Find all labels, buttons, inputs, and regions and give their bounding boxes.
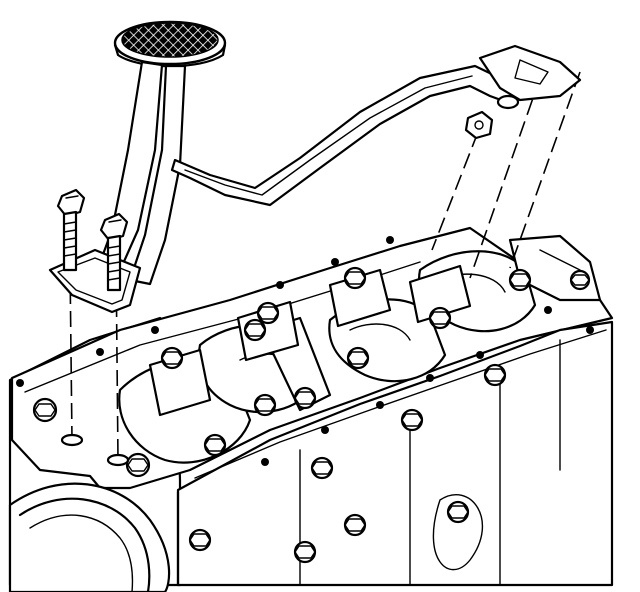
pickup-tube-nut [464, 110, 494, 140]
bolt-icon [483, 363, 507, 387]
bolt-icon [188, 528, 212, 552]
pickup-bolt-right [99, 212, 129, 292]
bolt-icon [310, 456, 334, 480]
bolt-icon [293, 540, 317, 564]
mounting-bosses [60, 433, 130, 467]
bolt-icon [243, 318, 267, 342]
rail-holes [16, 236, 594, 466]
bolt-icon [508, 268, 532, 292]
harmonic-balancer [8, 482, 171, 592]
bolt-icon [125, 452, 151, 478]
bolt-icon [32, 397, 58, 423]
bolt-icon [400, 408, 424, 432]
bolt-icon [256, 301, 280, 325]
bolt-icon [160, 346, 184, 370]
bolt-icon [293, 386, 317, 410]
bolt-icon [253, 393, 277, 417]
bolt-icon [343, 513, 367, 537]
bolt-icon [203, 433, 227, 457]
pickup-bolt-left [56, 188, 86, 272]
bolt-icon [343, 266, 367, 290]
block-bolts [32, 266, 591, 564]
bolt-icon [569, 269, 591, 291]
bolt-icon [346, 346, 370, 370]
bolt-icon [428, 306, 452, 330]
bolt-icon [446, 500, 470, 524]
